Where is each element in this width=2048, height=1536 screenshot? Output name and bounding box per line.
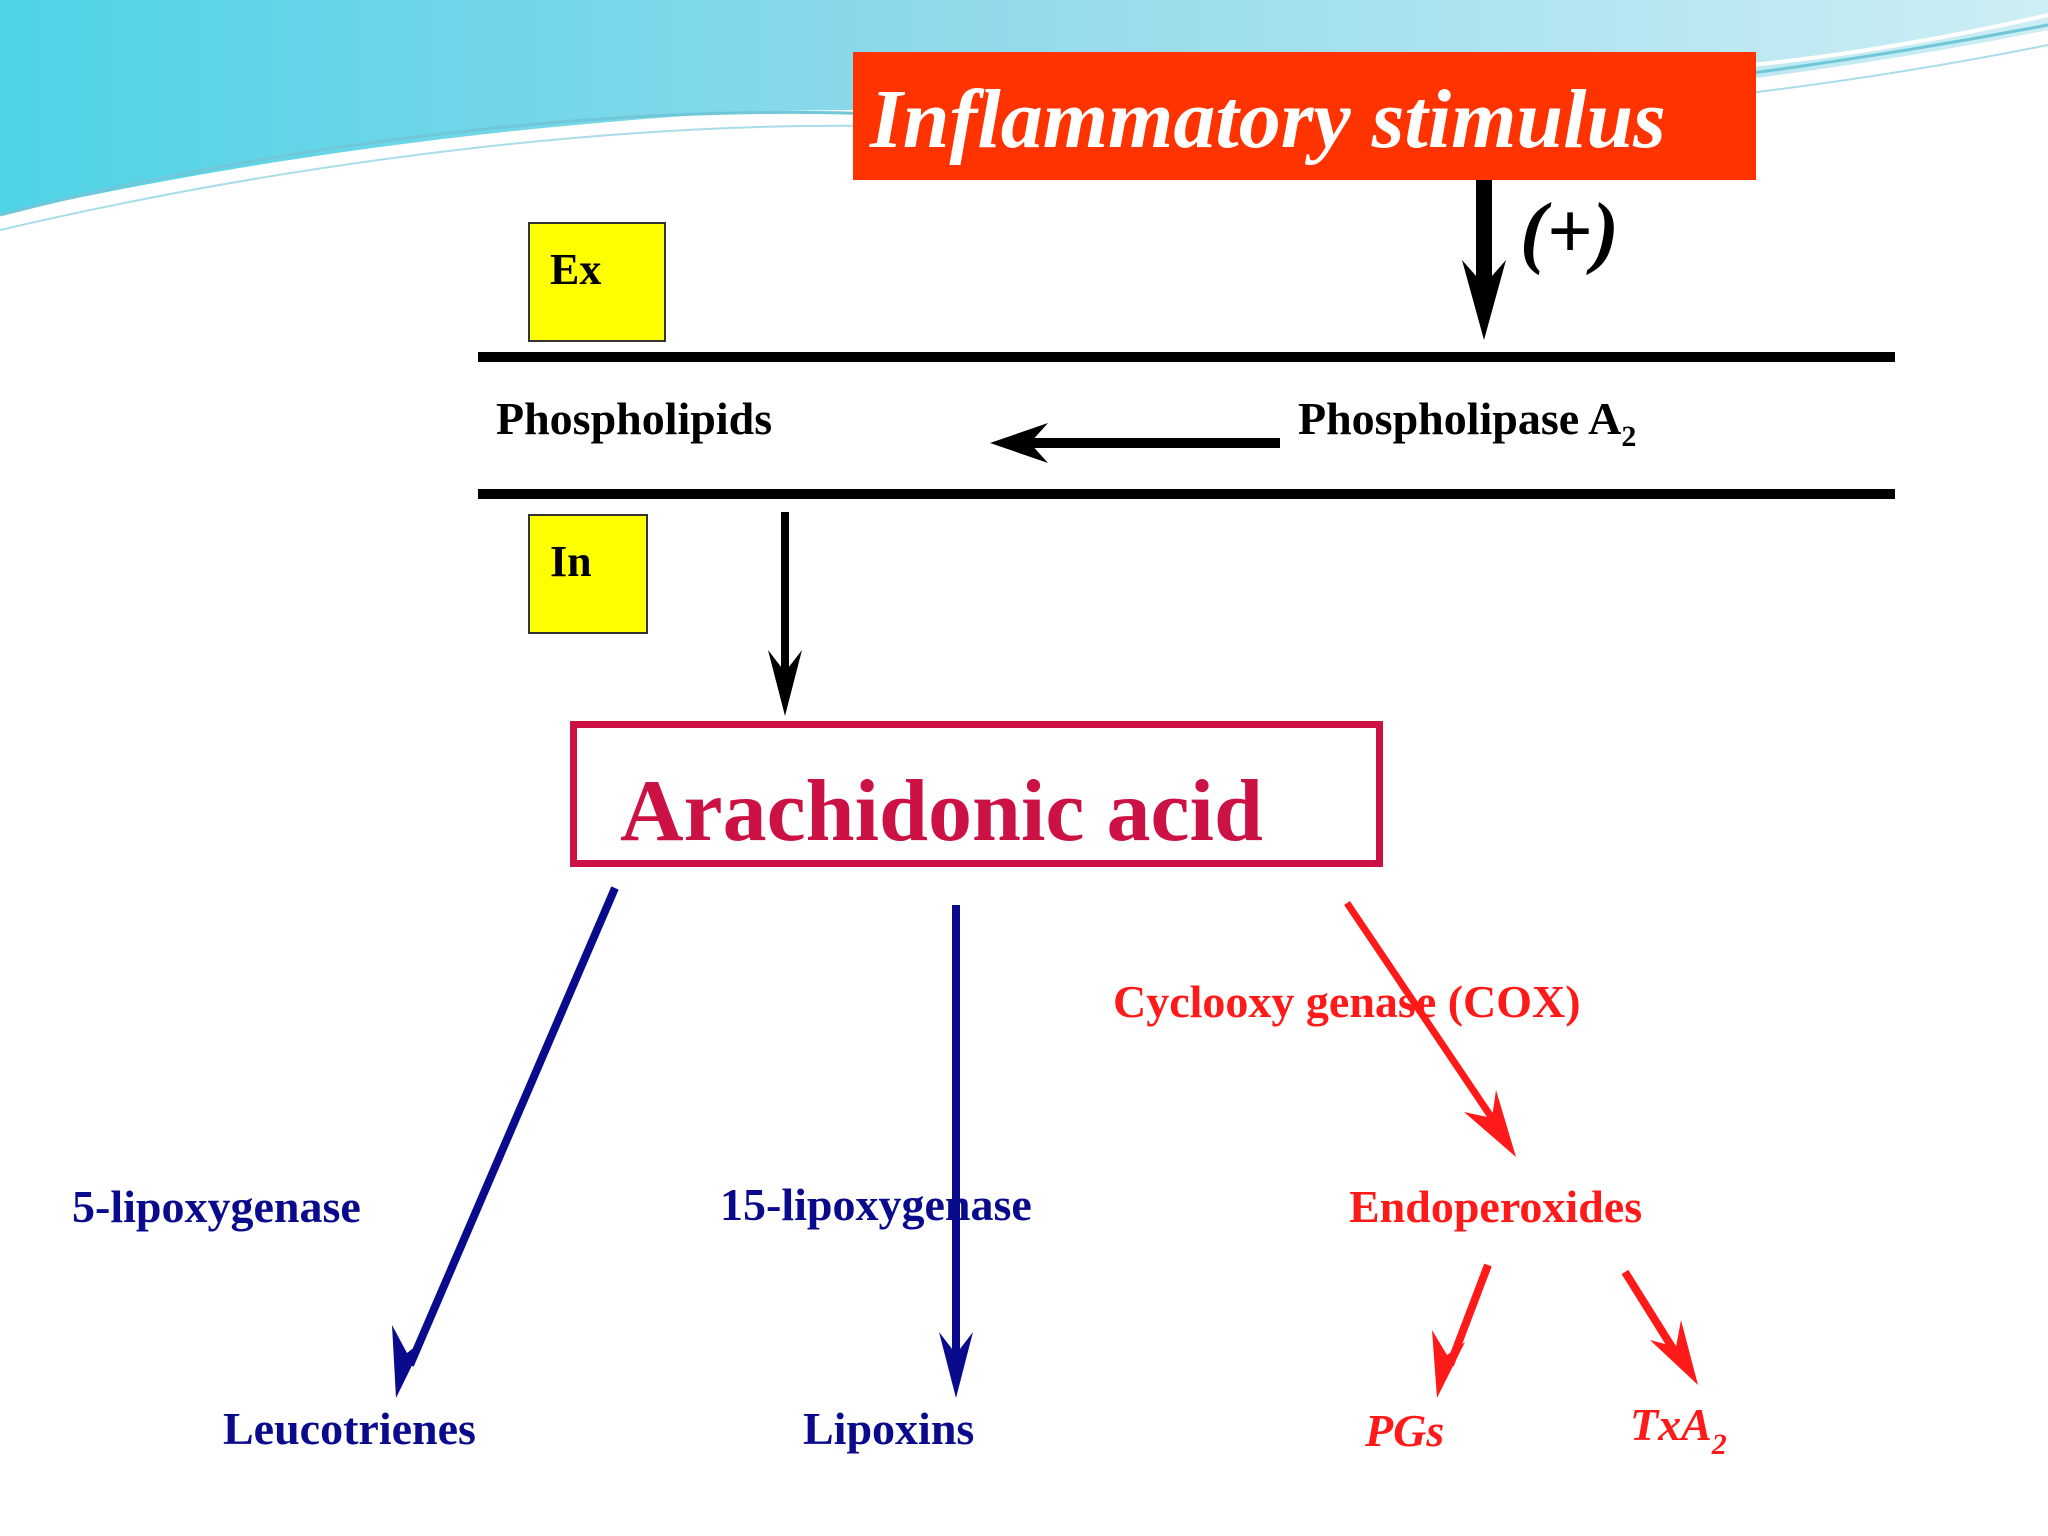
cox-arrow <box>1344 901 1516 1157</box>
intracellular-box: In <box>528 514 648 634</box>
15-lipoxygenase-label: 15-lipoxygenase <box>720 1179 1032 1230</box>
intracellular-label: In <box>550 537 592 586</box>
endoperoxides-to-pgs-arrow <box>1432 1263 1492 1398</box>
phospholipids-label: Phospholipids <box>496 393 772 444</box>
stimulus-sign: (+) <box>1520 188 1619 276</box>
txa2-label-text: TxA <box>1630 1399 1712 1450</box>
cox-label: Cyclooxy genase (COX) <box>1113 976 1581 1027</box>
inflammatory-stimulus-box <box>853 52 1756 180</box>
txa2-subscript: 2 <box>1711 1428 1727 1461</box>
arachidonic-acid-box <box>570 721 1383 867</box>
15-lipoxygenase-arrow <box>939 905 973 1398</box>
inflammatory-stimulus-label: Inflammatory stimulus <box>870 73 1666 166</box>
phospholipase-label-text: Phospholipase A <box>1298 393 1621 444</box>
5-lipoxygenase-label: 5-lipoxygenase <box>72 1181 361 1232</box>
leucotrienes-label: Leucotrienes <box>223 1403 476 1454</box>
pgs-label: PGs <box>1364 1405 1444 1456</box>
phospholipids-to-arachidonic-arrow <box>768 512 802 716</box>
arachidonic-acid-label: Arachidonic acid <box>620 763 1263 860</box>
extracellular-box: Ex <box>528 222 666 342</box>
phospholipase-subscript: 2 <box>1621 420 1636 453</box>
lipoxins-label: Lipoxins <box>803 1403 974 1454</box>
phospholipase-label: Phospholipase A2 <box>1298 393 1636 453</box>
stimulus-arrow <box>1462 180 1506 340</box>
extracellular-label: Ex <box>550 245 602 294</box>
endoperoxides-to-txa2-arrow <box>1621 1269 1698 1385</box>
phospholipase-arrow <box>990 423 1280 463</box>
txa2-label: TxA2 <box>1630 1399 1727 1461</box>
5-lipoxygenase-arrow <box>392 886 619 1398</box>
pgs-label-text: PGs <box>1364 1405 1444 1456</box>
endoperoxides-label: Endoperoxides <box>1349 1181 1642 1232</box>
